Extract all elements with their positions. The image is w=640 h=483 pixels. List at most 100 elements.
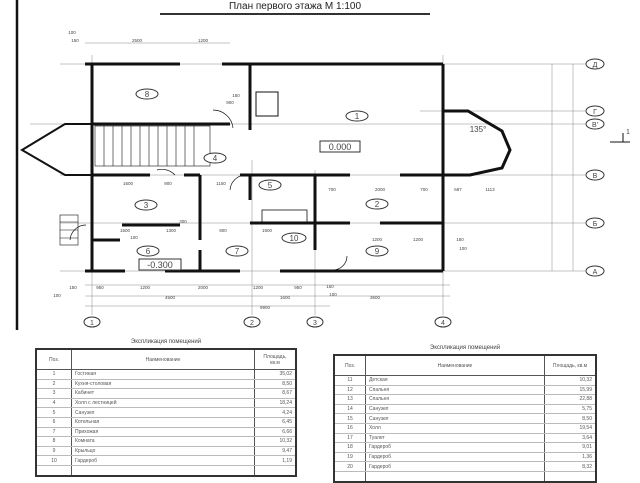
svg-text:1300: 1300 (166, 228, 177, 233)
cell-name: Холл с лестницей (71, 398, 255, 409)
cell-area: 9,47 (254, 446, 297, 457)
room-label-5: 5 (258, 179, 282, 191)
cell-name: Санузел (365, 413, 545, 424)
cell-name: Прихожая (71, 427, 255, 438)
svg-text:Д: Д (593, 62, 598, 69)
svg-text:900: 900 (226, 100, 234, 105)
cell-name: Гардероб (365, 442, 545, 453)
cell-name: Гардероб (365, 452, 545, 463)
bathtub (261, 209, 308, 223)
svg-text:900: 900 (164, 181, 172, 186)
level-lower: -0.300 (147, 260, 173, 270)
svg-text:100: 100 (459, 246, 467, 251)
doors (69, 109, 348, 271)
cell-pos: 11 (333, 375, 366, 386)
svg-text:950: 950 (294, 285, 302, 290)
axis-marker-V: В (585, 169, 605, 181)
table-1-caption: Экспликация помещений (130, 339, 202, 345)
svg-text:100: 100 (130, 235, 138, 240)
cell-pos: 19 (333, 452, 366, 463)
cell-name: Гардероб (365, 461, 545, 472)
cell-name: Крыльцо (71, 446, 255, 457)
drawing-title: План первого этажа М 1:100 (160, 1, 430, 15)
axis-marker-B: Б (585, 217, 605, 229)
svg-text:900: 900 (219, 228, 227, 233)
cell-name: Гардероб (71, 455, 255, 466)
svg-text:950: 950 (96, 285, 104, 290)
axis-marker-3: 3 (306, 316, 324, 328)
svg-text:1200: 1200 (253, 285, 264, 290)
svg-text:2: 2 (375, 200, 380, 209)
cell-area: 1,19 (254, 455, 297, 466)
cell-name: Кабинет (71, 388, 255, 399)
svg-text:300: 300 (179, 219, 187, 224)
cell-name: Спальня (365, 385, 545, 396)
svg-text:150: 150 (456, 237, 464, 242)
cell-area: 9,01 (544, 442, 597, 453)
svg-text:6: 6 (146, 247, 151, 256)
cell-name: Гостиная (71, 369, 255, 380)
cell-pos: 20 (333, 461, 366, 472)
room-label-2: 2 (365, 198, 389, 210)
svg-text:1600: 1600 (280, 295, 291, 300)
cell-name: Туалет (365, 433, 545, 444)
cell-pos: 4 (35, 398, 72, 409)
cell-pos: 10 (35, 455, 72, 466)
cell-area: 6,45 (254, 417, 297, 428)
cell-pos: 5 (35, 407, 72, 418)
cell-name: Котельная (71, 417, 255, 428)
cell-area: 4,24 (254, 407, 297, 418)
axis-marker-1: 1 (83, 316, 101, 328)
cell-pos: 15 (333, 413, 366, 424)
cell-name: Холл (365, 423, 545, 434)
section-mark: 1 (610, 129, 630, 143)
svg-text:4: 4 (441, 320, 445, 327)
svg-text:1: 1 (626, 129, 630, 136)
room-label-10: 10 (281, 232, 307, 244)
svg-text:687: 687 (454, 187, 462, 192)
cell-area: 15,99 (544, 385, 597, 396)
level-main: 0.000 (329, 142, 352, 152)
room-label-3: 3 (134, 199, 158, 211)
cell-pos: 14 (333, 404, 366, 415)
svg-text:1113: 1113 (485, 187, 495, 192)
cell-area: 19,54 (544, 423, 597, 434)
cell-name: Спальня (365, 394, 545, 405)
svg-text:150: 150 (69, 285, 77, 290)
svg-text:150: 150 (326, 284, 334, 289)
svg-text:1: 1 (90, 320, 94, 327)
cell-area: 10,32 (254, 436, 297, 447)
cell-name: Санузел (365, 404, 545, 415)
svg-text:3: 3 (313, 320, 317, 327)
svg-text:150: 150 (232, 93, 240, 98)
axis-marker-V-prime: В' (585, 118, 605, 130)
cell-name: Кухня-столовая (71, 379, 255, 390)
svg-text:700: 700 (420, 187, 428, 192)
cell-pos: 17 (333, 433, 366, 444)
cell-area: 10,32 (544, 375, 597, 386)
svg-text:8: 8 (145, 90, 150, 99)
svg-text:1200: 1200 (198, 38, 209, 43)
svg-text:2000: 2000 (375, 187, 386, 192)
cell-pos: 7 (35, 427, 72, 438)
cell-pos: 13 (333, 394, 366, 405)
axis-marker-G: Г (585, 105, 605, 117)
cell-pos: 2 (35, 379, 72, 390)
svg-text:4: 4 (213, 154, 218, 163)
cell-area: 6,66 (254, 427, 297, 438)
svg-text:1: 1 (355, 112, 360, 121)
walls (85, 62, 445, 273)
cell-pos: 1 (35, 369, 72, 380)
cell-area: 8,50 (254, 379, 297, 390)
